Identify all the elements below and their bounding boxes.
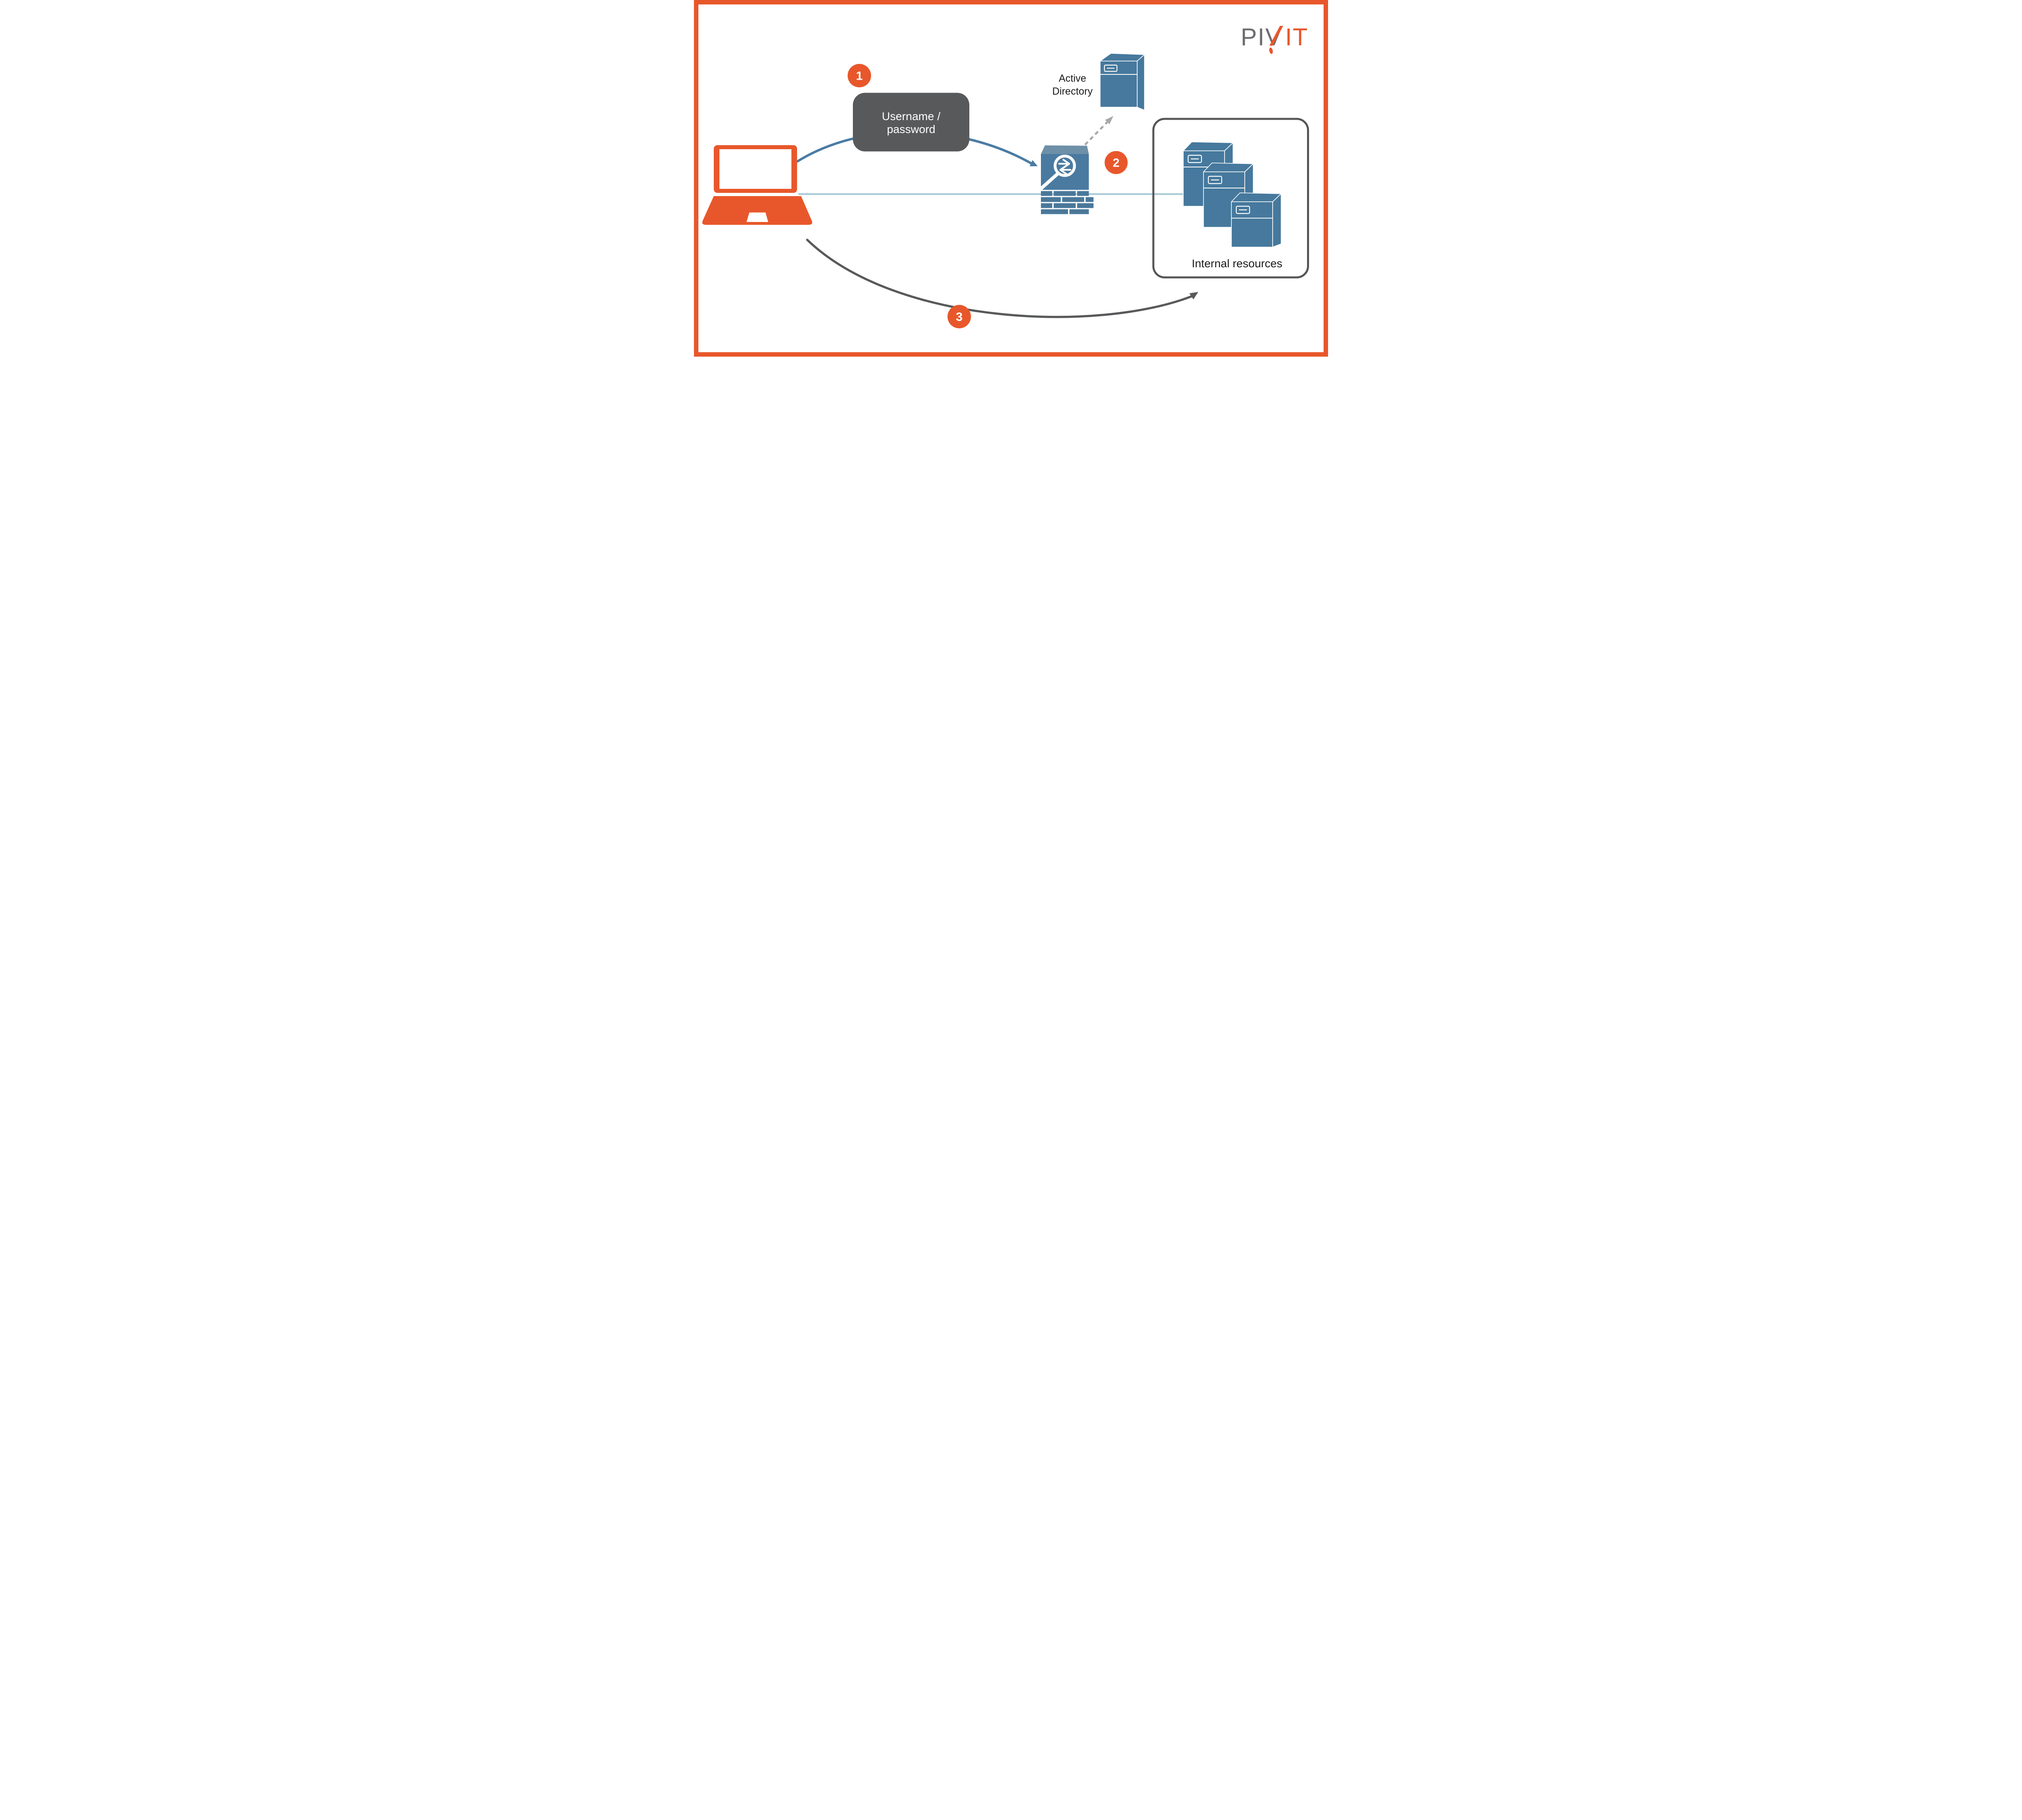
ad-query-arrow — [1084, 116, 1113, 146]
magnifier-ring-icon — [1053, 154, 1076, 177]
laptop-base — [702, 196, 812, 225]
credentials-box-bg — [853, 93, 969, 152]
firewall-inspection-icon — [1036, 145, 1093, 214]
credentials-box: Username / password — [853, 93, 969, 152]
resource-server-3 — [1231, 192, 1282, 247]
brick — [1041, 197, 1061, 202]
brick — [1077, 203, 1093, 208]
badge-number: 2 — [1113, 156, 1120, 170]
step-badge-2: 2 — [1104, 151, 1128, 174]
server-front-face — [1231, 201, 1273, 247]
magnifier-handle-icon — [1036, 172, 1059, 193]
auth-flow-diagram: Username / password — [694, 0, 1328, 357]
server-drive-slot — [1235, 205, 1250, 214]
badge-number: 3 — [956, 311, 963, 324]
ad-query-arrowhead-icon — [1105, 116, 1113, 125]
laptop-touchpad — [747, 212, 768, 222]
brick — [1041, 191, 1052, 196]
logo-text-orange: IT — [1285, 23, 1308, 51]
access-curve — [806, 239, 1193, 318]
badge-circle — [948, 305, 971, 328]
step-badge-3: 3 — [948, 305, 971, 328]
credentials-label-line1: Username / — [882, 110, 941, 123]
ad-query-dashed-line — [1084, 120, 1109, 146]
firewall-top-face — [1041, 145, 1089, 154]
server-drive-slot — [1104, 64, 1118, 72]
access-arrow — [806, 239, 1198, 318]
laptop-icon — [702, 145, 812, 225]
active-directory-node: Active Directory — [1052, 53, 1145, 111]
brick — [1077, 191, 1089, 196]
internal-resources-border — [1152, 118, 1309, 279]
badge-circle — [848, 64, 871, 87]
logo-slash-icon — [1269, 26, 1283, 46]
server-side-face — [1272, 193, 1282, 247]
transfer-arrow-left-head — [1059, 165, 1067, 175]
credentials-arrowhead-icon — [1030, 160, 1038, 167]
internal-resources-zone: Internal resources — [1152, 118, 1309, 279]
server-side-face — [1137, 54, 1145, 111]
brick — [1053, 203, 1076, 208]
step-badge-1: 1 — [848, 64, 871, 87]
brick — [1041, 203, 1052, 208]
brick — [1062, 197, 1084, 202]
badge-circle — [1104, 151, 1128, 174]
badge-number: 1 — [856, 70, 863, 83]
transfer-arrows-icon — [1058, 159, 1072, 175]
brick — [1069, 209, 1089, 214]
active-directory-label-line2: Directory — [1052, 86, 1093, 97]
brick — [1041, 209, 1068, 214]
pivit-logo: PIV IT — [1241, 23, 1308, 54]
logo-dot-icon — [1269, 47, 1273, 54]
active-directory-label-line1: Active — [1059, 73, 1086, 84]
credentials-label-line2: password — [887, 123, 935, 135]
server-tower-icon — [1100, 53, 1145, 111]
diagram-canvas: Username / password — [694, 0, 1328, 357]
server-front-face — [1100, 61, 1138, 108]
brick — [1085, 197, 1093, 202]
access-arrowhead-icon — [1189, 292, 1198, 300]
laptop-screen — [719, 149, 791, 189]
server-drive-slot — [1187, 154, 1202, 163]
server-drive-slot — [1208, 175, 1223, 184]
firewall-brick-wall — [1041, 191, 1093, 214]
server-stack-icon — [1183, 142, 1282, 247]
brick — [1053, 191, 1076, 196]
internal-resources-label: Internal resources — [1192, 257, 1282, 270]
